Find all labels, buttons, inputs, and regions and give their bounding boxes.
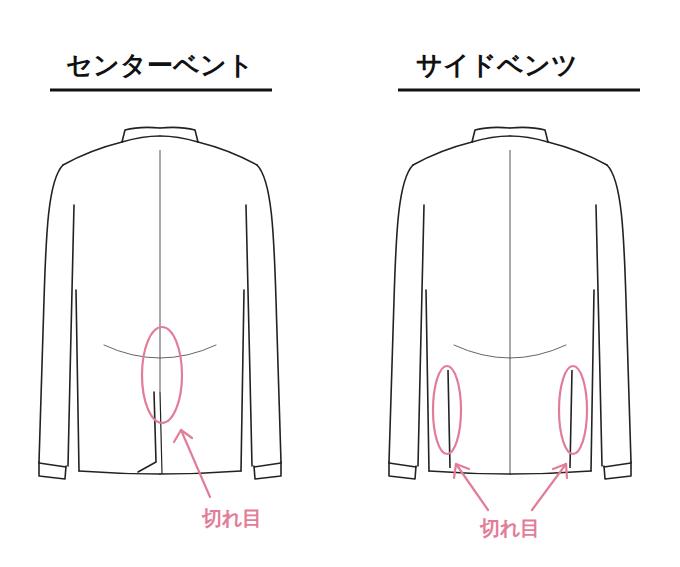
callout-label: 切れ目 [477, 516, 543, 540]
heading-underline [398, 89, 640, 92]
callout-label: 切れ目 [199, 506, 265, 530]
vent-callout [142, 327, 587, 510]
jacket-center-vent [39, 127, 281, 479]
heading: センターベント [63, 50, 257, 81]
heading-underline [50, 89, 272, 92]
jacket-side-vents [389, 127, 631, 479]
heading: サイドベンツ [413, 50, 581, 81]
